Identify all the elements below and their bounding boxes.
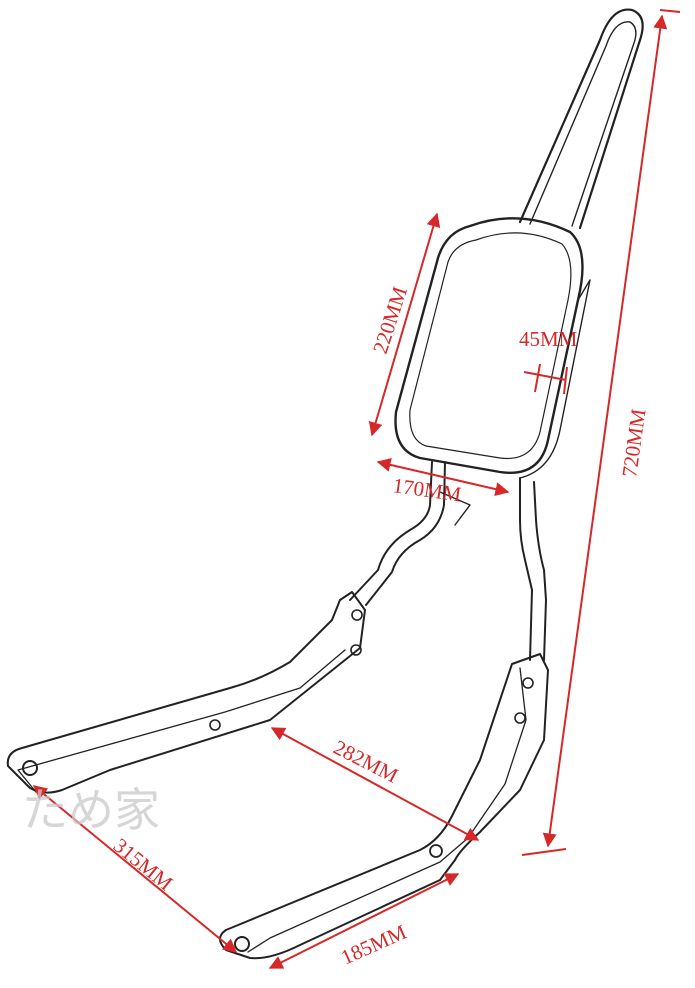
dim-line-185: [268, 873, 460, 969]
bolt-right-mid: [514, 712, 526, 724]
bolt-left-mid-upper: [350, 644, 362, 656]
dim-tick-720-top: [659, 9, 681, 13]
dim-line-170: [376, 458, 510, 496]
label-315mm: 315MM: [109, 833, 178, 895]
dim-line-282: [270, 727, 480, 841]
left-side-plate: [6, 591, 366, 794]
dim-tick-45a: [534, 363, 541, 393]
bolt-right-upper: [522, 677, 534, 689]
dim-line-45: [523, 371, 567, 381]
bolt-hole-right-lower: [234, 936, 250, 952]
watermark: ため家: [22, 783, 160, 837]
bolt-hole-left-lower: [22, 760, 38, 776]
label-45mm: 45MM: [519, 327, 578, 351]
dim-tick-720-bottom: [521, 848, 567, 856]
upright-loop: [518, 8, 644, 230]
label-185mm: 185MM: [337, 920, 410, 970]
dim-line-220: [368, 212, 441, 437]
dim-line-720: [542, 14, 668, 848]
label-720mm: 720MM: [617, 407, 650, 479]
bolt-hole-right-mid: [429, 844, 443, 858]
right-side-plate: [219, 653, 549, 960]
bolt-hole-left-mid: [209, 719, 221, 731]
struts: [349, 461, 547, 661]
dim-line-315: [32, 785, 238, 953]
bolt-left-upper: [351, 609, 363, 621]
dimension-lines: [32, 9, 681, 969]
